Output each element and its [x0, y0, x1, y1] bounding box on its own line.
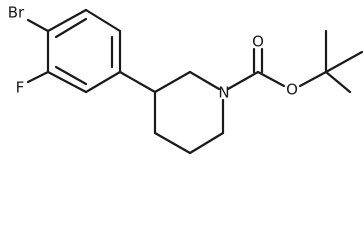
bond-ring-e-f [46, 70, 88, 94]
bond-c-f [26, 70, 50, 84]
bond-pip-c5-c4 [153, 131, 192, 154]
bond-ring-d-e [84, 70, 122, 94]
bond-carbonyl-ester-o [256, 70, 286, 88]
atom-label-fluorine: F [16, 79, 25, 97]
bond-c-br [26, 18, 50, 33]
piperidine-ring [153, 70, 225, 154]
bond-pip-c3-c2 [153, 70, 192, 94]
tert-butyl-group [324, 29, 364, 94]
structure-canvas: Br F N O O [8, 4, 364, 154]
atom-label-nitrogen: N [218, 84, 229, 102]
bond-aryl-piperidine [118, 70, 157, 94]
bond-pip-c6-c5 [188, 131, 225, 154]
bond-ring-inner-1 [54, 17, 88, 39]
bond-ester-o-tbu [298, 70, 328, 88]
bond-tbu-methyl-down [324, 70, 352, 94]
bond-pip-c2-n [188, 70, 221, 91]
bond-n-carbonyl [226, 70, 260, 91]
bond-ring-b-c [84, 8, 122, 33]
atom-label-carbonyl-oxygen: O [252, 33, 264, 51]
bond-ring-a-b [46, 8, 88, 33]
atom-label-ester-oxygen: O [286, 81, 298, 99]
molecule-drawing: Br F N O O [8, 4, 364, 154]
bond-ring-inner-3 [54, 65, 88, 86]
benzene-ring [46, 8, 122, 94]
atom-label-bromine: Br [8, 4, 25, 22]
bond-tbu-methyl-right [324, 50, 364, 74]
